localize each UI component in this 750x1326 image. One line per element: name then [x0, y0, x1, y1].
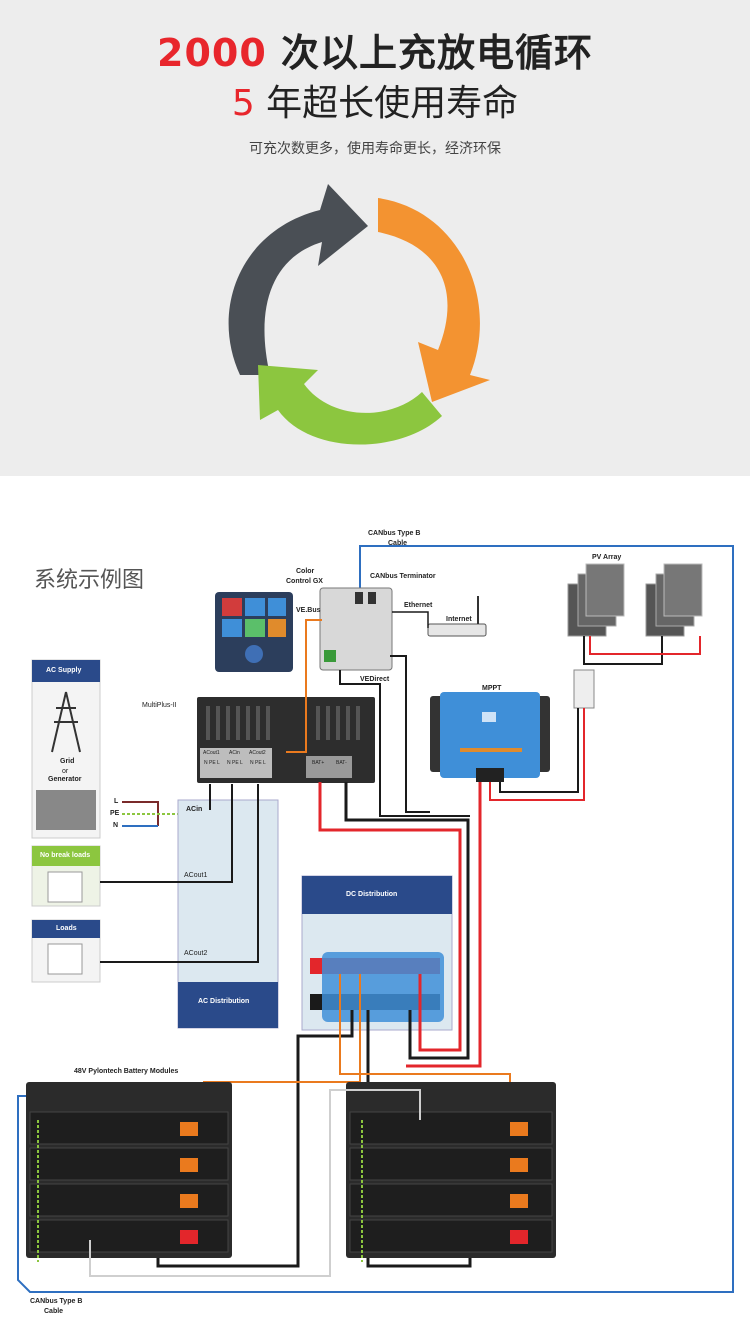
- canbus-top-label: CANbus Type B: [368, 530, 421, 537]
- diagram-title: 系统示例图: [34, 568, 145, 593]
- pv-breaker: [573, 669, 595, 709]
- acin-label: ACin: [186, 806, 203, 813]
- acin-terminal-label: ACin: [229, 750, 240, 756]
- ac-distribution-label: AC Distribution: [198, 998, 250, 1005]
- vebus-cable: [286, 619, 322, 753]
- battery-rack-right: [346, 1082, 556, 1258]
- canbus-cable-loop: [17, 545, 734, 1293]
- dc-distribution-label: DC Distribution: [346, 891, 398, 898]
- socket-icon-2: [47, 943, 83, 975]
- pe-label: PE: [110, 810, 120, 817]
- loads-label: Loads: [56, 925, 77, 932]
- vebus-label: VE.Bus: [296, 607, 321, 614]
- headline-cycles: 2000 次以上充放电循环: [0, 22, 750, 77]
- battery-modules-label: 48V Pylontech Battery Modules: [74, 1068, 179, 1075]
- pv-array-right: [645, 563, 703, 637]
- grid-label: Grid: [60, 758, 75, 765]
- system-diagram: [17, 545, 734, 1293]
- battery-rack-left: [26, 1082, 232, 1258]
- or-label: or: [62, 768, 69, 775]
- acout1-label: ACout1: [184, 872, 208, 879]
- internet-label: Internet: [446, 616, 472, 623]
- n-label: N: [113, 822, 119, 829]
- color-control-label: Color: [296, 568, 315, 575]
- npel-terminal-label-1: N PE L: [204, 760, 220, 766]
- canbus-bottom-label-2: Cable: [44, 1308, 64, 1315]
- green-cycle-arrow: [258, 365, 442, 445]
- cycles-text: 次以上充放电循环: [266, 31, 593, 75]
- pv-array-left: [567, 563, 625, 637]
- mppt-label: MPPT: [482, 685, 502, 692]
- generator-icon: [36, 790, 96, 830]
- acout2-label: ACout2: [184, 950, 208, 957]
- cycle-arrows-icon: [228, 184, 490, 445]
- hero-subtitle: 可充次数更多，使用寿命更长，经济环保: [249, 141, 501, 157]
- years-number: 5: [231, 83, 255, 124]
- canbus-top-label-2: Cable: [388, 540, 408, 547]
- canbus-terminator-label: CANbus Terminator: [370, 573, 436, 580]
- l-label: L: [114, 798, 119, 805]
- color-control-label-2: Control GX: [286, 578, 323, 585]
- headline-lifespan: 5 年超长使用寿命: [0, 74, 750, 126]
- acout1-terminal-label: ACout1: [203, 750, 220, 756]
- pylon-icon: [51, 691, 81, 753]
- vedirect-label: VEDirect: [360, 676, 390, 683]
- npel-terminal-label-2: N PE L: [227, 760, 243, 766]
- years-text: 年超长使用寿命: [254, 83, 519, 124]
- hero-banner: 2000 次以上充放电循环 5 年超长使用寿命 可充次数更多，使用寿命更长，经济…: [0, 0, 750, 476]
- bat-minus-terminal-label: BAT-: [336, 760, 347, 766]
- dark-cycle-arrow: [228, 184, 368, 375]
- router: [427, 623, 487, 637]
- multiplus-label: MultiPlus-II: [142, 702, 177, 709]
- vedirect-cable: [390, 655, 430, 813]
- socket-icon-1: [47, 871, 83, 903]
- no-break-loads-label: No break loads: [40, 852, 91, 859]
- acout2-terminal-label: ACout2: [249, 750, 266, 756]
- ac-supply-label: AC Supply: [46, 667, 82, 674]
- bat-plus-terminal-label: BAT+: [312, 760, 325, 766]
- cycles-number: 2000: [157, 31, 267, 75]
- generator-label: Generator: [48, 776, 82, 783]
- orange-cycle-arrow: [378, 198, 490, 402]
- gx-device: [319, 587, 393, 671]
- npel-terminal-label-3: N PE L: [250, 760, 266, 766]
- pv-array-label: PV Array: [592, 554, 622, 561]
- canbus-bottom-label: CANbus Type B: [30, 1298, 83, 1305]
- ethernet-label: Ethernet: [404, 602, 433, 609]
- mppt-controller: [440, 692, 540, 778]
